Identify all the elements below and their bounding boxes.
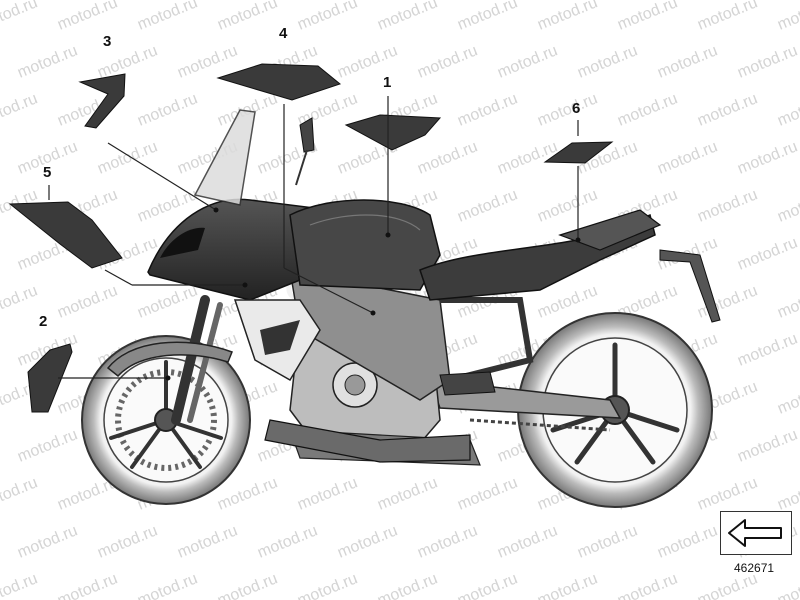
decal-part-3[interactable] — [78, 73, 126, 129]
callout-number-5: 5 — [43, 164, 52, 181]
fuel-tank — [289, 199, 441, 291]
arrow-left-icon — [728, 519, 782, 547]
leader-lines — [48, 96, 579, 379]
decal-part-6[interactable] — [543, 141, 614, 164]
previous-diagram-button[interactable] — [720, 511, 792, 555]
callout-number-2: 2 — [39, 313, 48, 330]
diagram-id: 462671 — [734, 561, 775, 575]
callout-number-3: 3 — [103, 33, 112, 50]
decal-part-5[interactable] — [8, 201, 123, 269]
exhaust — [264, 419, 471, 463]
footpeg-bracket — [439, 371, 496, 396]
decal-part-2[interactable] — [27, 343, 73, 413]
callout-number-1: 1 — [383, 74, 392, 91]
front-fork — [106, 295, 233, 425]
leader-dots — [165, 207, 581, 381]
callout-number-4: 4 — [279, 25, 288, 42]
callout-number-6: 6 — [572, 100, 581, 117]
frame — [289, 269, 534, 401]
seat-tail — [419, 209, 721, 323]
decal-part-1[interactable] — [344, 114, 442, 151]
decal-part-4[interactable] — [216, 63, 342, 101]
